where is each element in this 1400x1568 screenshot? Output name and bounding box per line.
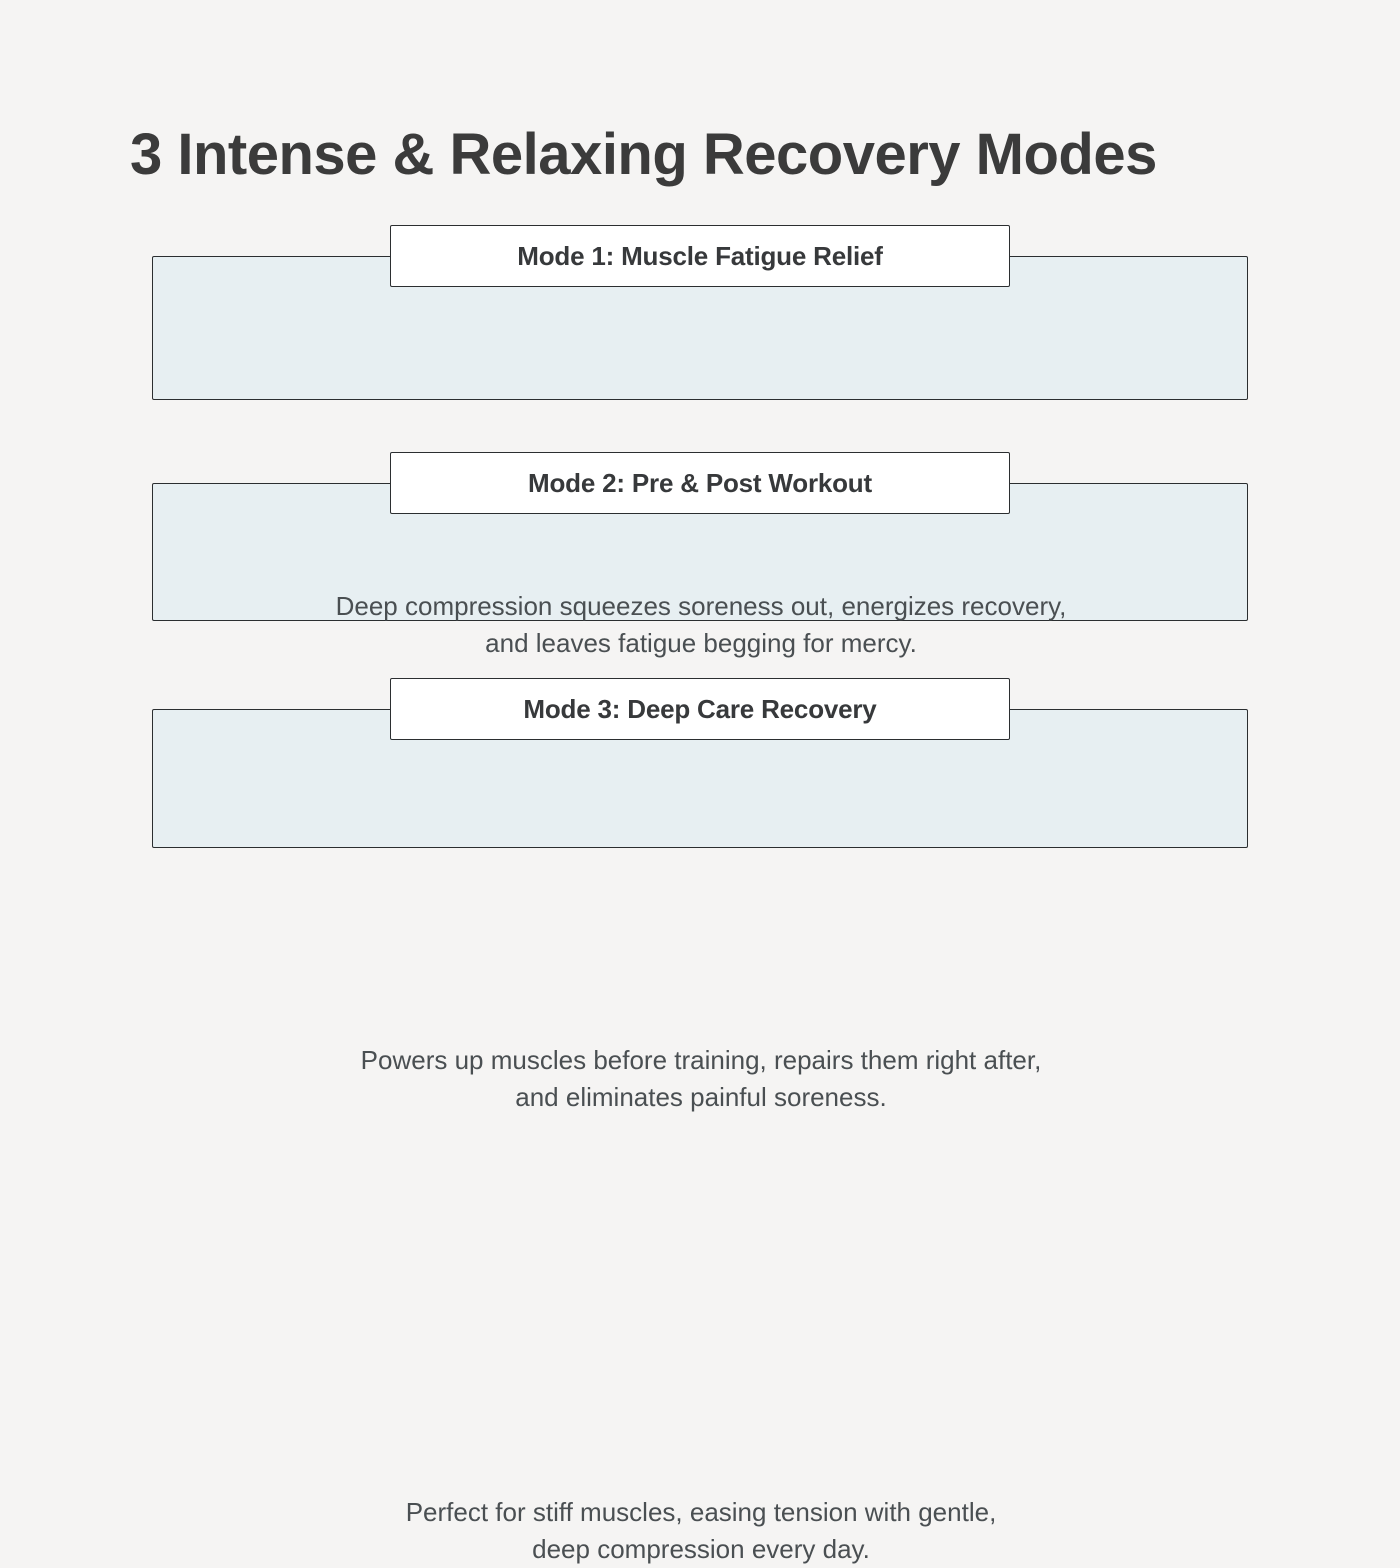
mode-card-badge: Mode 1: Muscle Fatigue Relief [390, 225, 1010, 287]
mode-card-badge: Mode 2: Pre & Post Workout [390, 452, 1010, 514]
page-title: 3 Intense & Relaxing Recovery Modes [130, 121, 1157, 187]
description-line: Deep compression squeezes soreness out, … [335, 591, 1067, 621]
description-line: Powers up muscles before training, repai… [360, 1045, 1042, 1075]
description-line: deep compression every day. [532, 1534, 870, 1564]
description-line: and eliminates painful soreness. [515, 1082, 887, 1112]
mode-card-title: Mode 1: Muscle Fatigue Relief [517, 241, 883, 271]
mode-card-badge: Mode 3: Deep Care Recovery [390, 678, 1010, 740]
mode-card-description: Deep compression squeezes soreness out, … [153, 588, 1249, 662]
mode-card-title: Mode 3: Deep Care Recovery [523, 694, 877, 724]
mode-card-description: Perfect for stiff muscles, easing tensio… [153, 1494, 1249, 1568]
mode-card-description: Powers up muscles before training, repai… [153, 1042, 1249, 1116]
infographic-page: 3 Intense & Relaxing Recovery Modes Deep… [130, 121, 1249, 1564]
description-line: and leaves fatigue begging for mercy. [485, 628, 917, 658]
description-line: Perfect for stiff muscles, easing tensio… [405, 1497, 997, 1527]
mode-card-title: Mode 2: Pre & Post Workout [528, 468, 872, 498]
mode-card-list: Deep compression squeezes soreness out, … [152, 225, 1249, 1564]
